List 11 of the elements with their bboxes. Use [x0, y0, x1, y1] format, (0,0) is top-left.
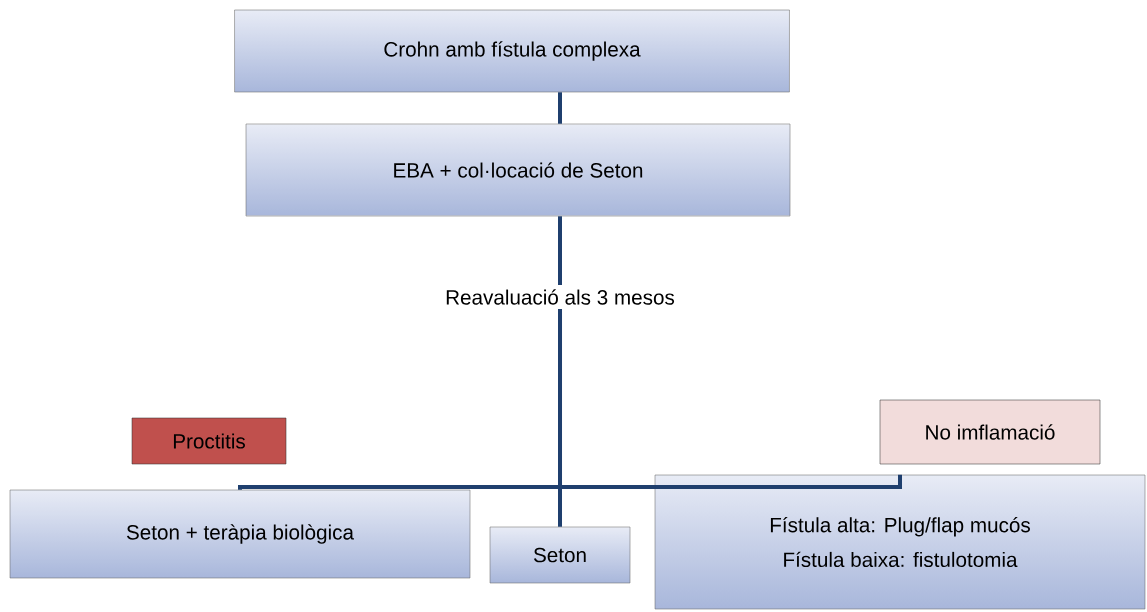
process-box: Crohn amb fístula complexa [234, 9, 790, 93]
connector-line [558, 92, 562, 124]
condition-box: Proctitis [131, 417, 287, 465]
process-box: Seton + teràpia biològica [9, 489, 471, 579]
process-box: Seton [489, 526, 631, 584]
step-label: Reavaluació als 3 mesos [441, 285, 679, 309]
connector-line [558, 216, 562, 286]
connector-line [558, 309, 902, 489]
condition-box: No imflamació [879, 399, 1101, 465]
process-box: EBA + col·locació de Seton [245, 123, 791, 217]
process-box: Fístula alta: Plug/flap mucós Fístula baixa: fistulotomia [654, 474, 1146, 610]
